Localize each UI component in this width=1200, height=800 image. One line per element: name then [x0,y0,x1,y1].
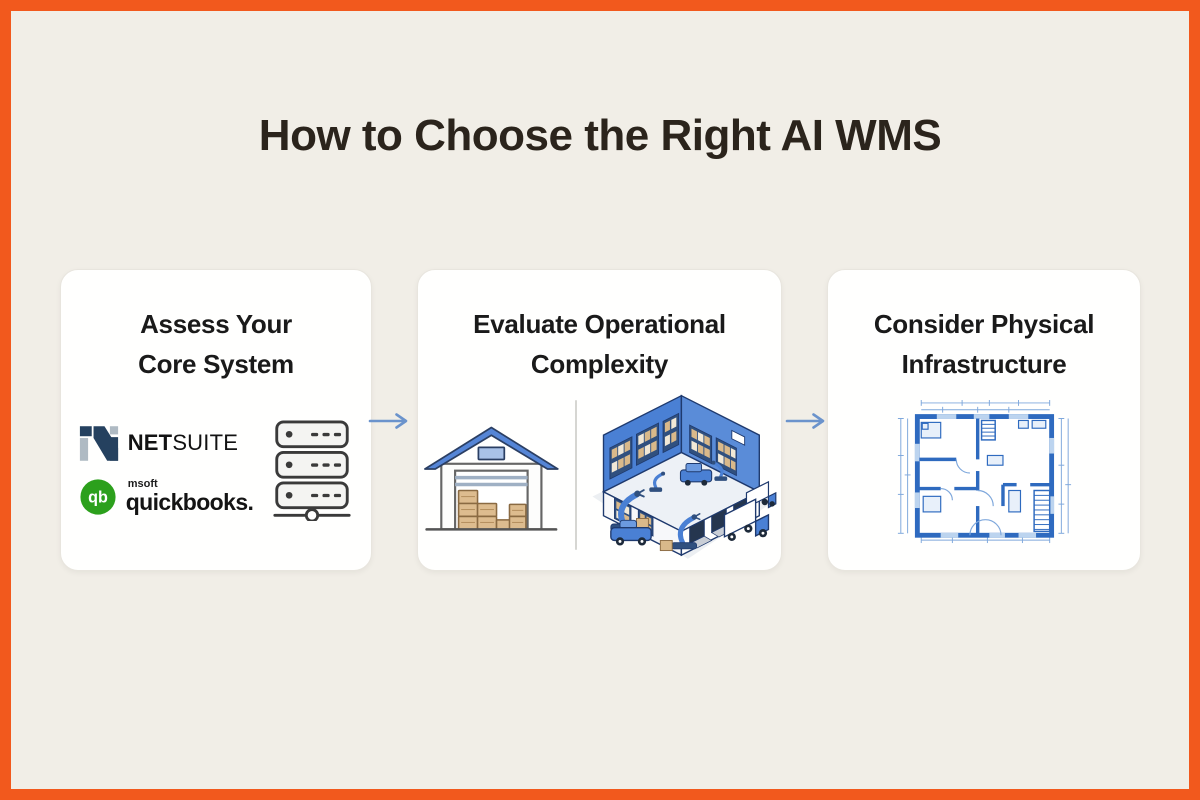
netsuite-wordmark: NETSUITE [128,430,238,456]
card-1-title: Assess Your Core System [138,304,294,384]
card-2-title: Evaluate Operational Complexity [473,304,726,384]
card-1-title-line-1: Assess Your [140,309,292,339]
wall-windows [914,413,1055,538]
wall-shelves [609,412,737,480]
step-card-evaluate-operational-complexity: Evaluate Operational Complexity [417,269,782,571]
stairs [980,419,1051,532]
interior-walls [919,418,1050,535]
netsuite-mark-icon [79,425,118,461]
card-1-content: NETSUITE qb msoft quickbooks. [61,384,371,570]
page-title: How to Choose the Right AI WMS [258,111,942,160]
dimension-lines [897,399,1072,543]
card-3-title-line-1: Consider Physical [873,309,1095,339]
delivery-truck-large [723,498,769,541]
furniture-fixtures [920,419,1047,512]
vertical-divider [574,399,577,550]
loose-box [659,540,673,552]
quickbooks-badge-icon: qb [80,478,116,515]
card-3-title: Consider Physical Infrastructure [873,304,1095,384]
robot-arm-on-floor-2 [711,460,727,481]
robot-arm-large-2 [670,513,701,550]
step-card-consider-physical-infrastructure: Consider Physical Infrastructure [827,269,1141,571]
right-arrow-icon [368,413,408,429]
quickbooks-wordmark-main: quickbooks. [125,489,254,515]
quickbooks-badge-letters: qb [88,488,108,506]
quickbooks-wordmark: msoft quickbooks. [126,479,254,514]
card-1-title-line-2: Core System [138,349,294,379]
amr-vehicle-on-floor [679,463,712,486]
netsuite-wordmark-bold: NET [127,430,173,455]
simple-warehouse-icon [424,426,559,531]
card-2-title-line-2: Complexity [530,349,669,379]
quickbooks-logo: qb msoft quickbooks. [79,478,254,516]
complex-warehouse-icon [592,394,777,559]
quickbooks-wordmark-small: msoft [127,478,158,490]
netsuite-wordmark-light: SUITE [172,430,239,455]
warehouse-boxes [457,489,527,530]
right-arrow-icon-2 [785,413,825,429]
card-2-title-line-1: Evaluate Operational [473,309,726,339]
erp-logos-column: NETSUITE qb msoft quickbooks. [79,425,254,516]
robot-arm-on-floor [649,471,665,492]
server-rack-icon [273,419,351,521]
netsuite-logo: NETSUITE [79,425,238,462]
floor-plan-blueprint-icon [897,399,1072,543]
card-3-content [828,384,1140,570]
tow-vehicle-with-box [609,518,652,546]
step-card-assess-core-system: Assess Your Core System NETSUITE [60,269,372,571]
card-2-content [418,384,781,575]
door-arcs [940,458,1002,535]
card-3-title-line-2: Infrastructure [901,349,1067,379]
